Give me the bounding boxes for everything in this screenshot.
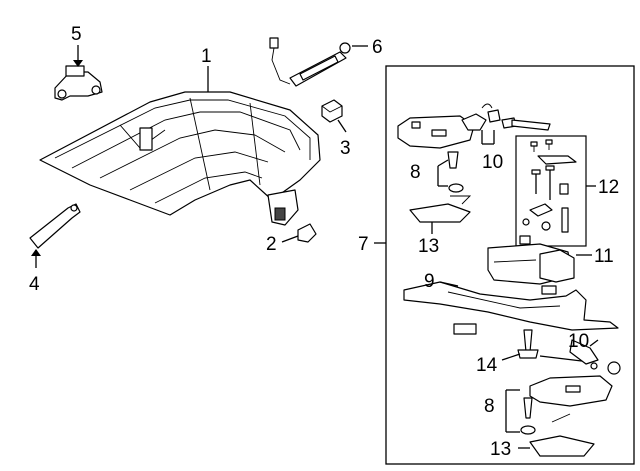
assembly-box <box>385 65 635 465</box>
callout-10b: 10 <box>568 331 589 352</box>
mount-frame-part <box>403 281 619 335</box>
callout-12: 12 <box>598 177 619 198</box>
callout-4: 4 <box>29 274 40 295</box>
callout-9: 9 <box>424 271 435 292</box>
callout-13a: 13 <box>418 236 439 257</box>
side-bracket-part <box>29 203 81 249</box>
pin-part-upper <box>447 151 464 193</box>
gas-strut-part <box>269 37 351 87</box>
sensor-bracket-part <box>54 65 103 101</box>
callout-14: 14 <box>476 355 498 376</box>
lower-latch-part <box>520 375 613 457</box>
plate-part-upper <box>409 195 472 223</box>
pump-part <box>487 235 575 285</box>
callout-2: 2 <box>266 234 277 255</box>
latch-cover-part <box>297 223 317 243</box>
callout-3: 3 <box>340 138 351 159</box>
callout-13b: 13 <box>490 439 511 460</box>
callout-8b: 8 <box>484 396 495 417</box>
callout-8a: 8 <box>410 162 421 183</box>
callout-1: 1 <box>201 46 212 67</box>
callout-10a: 10 <box>482 152 503 173</box>
callout-11: 11 <box>594 246 614 267</box>
hardware-kit-part <box>522 139 577 233</box>
callout-6: 6 <box>372 37 383 58</box>
upper-latch-part <box>397 103 551 149</box>
callout-7: 7 <box>358 234 369 255</box>
callout-5: 5 <box>71 24 82 45</box>
hardware-box <box>515 135 587 247</box>
bumper-pad-part <box>321 99 343 123</box>
lower-strut-part <box>517 329 621 375</box>
top-frame-part <box>39 91 321 226</box>
